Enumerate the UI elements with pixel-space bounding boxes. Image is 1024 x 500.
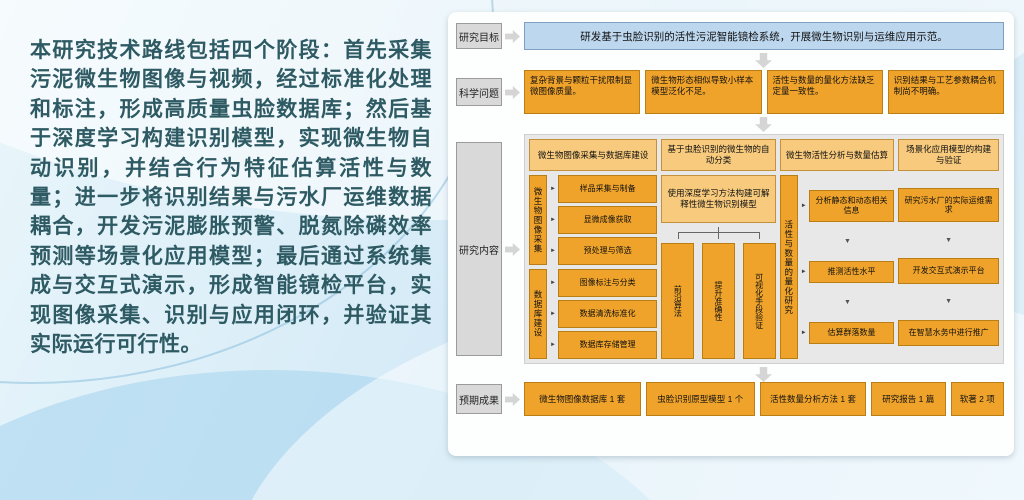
row-label-results: 预期成果: [456, 384, 502, 414]
content-area: 微生物图像采集与数据库建设 微生物图像采集 ►样品采集与制备 ►显微成像获取 ►…: [524, 134, 1004, 364]
col3-header: 微生物活性分析与数量估算: [779, 139, 895, 171]
step-box: 推测活性水平: [808, 261, 895, 283]
image-acquisition-group: 微生物图像采集 ►样品采集与制备 ►显微成像获取 ►预处理与筛选: [529, 175, 658, 265]
step-box: 样品采集与制备: [557, 175, 658, 203]
goal-bar: 研发基于虫脸识别的活性污泥智能镜检系统，开展微生物识别与运维应用示范。: [524, 22, 1004, 50]
step-box: 估算群落数量: [808, 322, 895, 345]
questions-row: 复杂背景与颗粒干扰限制显微图像质量。 微生物形态相似导致小样本模型泛化不足。 活…: [524, 70, 1004, 114]
step-box: 在智慧水务中进行推广: [898, 319, 999, 346]
technical-route-paragraph: 本研究技术路线包括四个阶段：首先采集污泥微生物图像与视频，经过标准化处理和标注，…: [30, 39, 432, 356]
image-acquisition-steps: ►样品采集与制备 ►显微成像获取 ►预处理与筛选: [550, 175, 658, 265]
flowchart-panel: 研究目标 研发基于虫脸识别的活性污泥智能镜检系统，开展微生物识别与运维应用示范。…: [448, 12, 1014, 456]
step-box: 开发交互式演示平台: [898, 257, 999, 284]
step-box: 预处理与筛选: [557, 237, 658, 265]
method-box: 前沿算法: [661, 243, 695, 359]
step-box: 分析静态和动态相关信息: [808, 189, 895, 222]
tri-down-icon: ▼: [844, 298, 851, 306]
tri-right-icon: ►: [800, 202, 807, 209]
recognition-model-box: 使用深度学习方法构建可解释性微生物识别模型: [661, 175, 776, 223]
step-box: 数据库存储管理: [557, 331, 658, 359]
tri-right-icon: ►: [550, 217, 556, 223]
branch-connector: [661, 227, 776, 239]
arrow-right-icon: [505, 393, 520, 406]
result-box: 研究报告 1 篇: [871, 382, 946, 416]
arrow-right-icon: [505, 243, 520, 256]
classification-methods: 前沿算法 提升准确性 可视化手段验证: [661, 243, 776, 359]
step-box: 数据清洗标准化: [557, 300, 658, 328]
result-box: 活性数量分析方法 1 套: [760, 382, 866, 416]
database-steps: ►图像标注与分类 ►数据清洗标准化 ►数据库存储管理: [550, 269, 658, 359]
tri-right-icon: ►: [550, 311, 556, 317]
arrow-down-icon: [755, 367, 772, 382]
question-box: 活性与数量的量化方法缺乏定量一致性。: [766, 70, 883, 114]
col4-header: 场景化应用模型的构建与验证: [898, 139, 999, 171]
arrow-right-icon: [505, 30, 520, 43]
row-label-content: 研究内容: [456, 142, 502, 356]
content-col-acquisition: 微生物图像采集与数据库建设 微生物图像采集 ►样品采集与制备 ►显微成像获取 ►…: [529, 139, 658, 359]
tri-down-icon: ▼: [945, 298, 953, 306]
tri-down-icon: ▼: [945, 236, 953, 244]
step-box: 研究污水厂的实际运维需求: [898, 188, 999, 223]
tri-right-icon: ►: [550, 248, 556, 254]
database-group: 数据库建设 ►图像标注与分类 ►数据清洗标准化 ►数据库存储管理: [529, 269, 658, 359]
application-steps: 研究污水厂的实际运维需求 ▼ 开发交互式演示平台 ▼ 在智慧水务中进行推广: [898, 175, 999, 359]
results-row: 微生物图像数据库 1 套 虫脸识别原型模型 1 个 活性数量分析方法 1 套 研…: [524, 382, 1004, 416]
tri-right-icon: ►: [550, 342, 556, 348]
col2-header: 基于虫脸识别的微生物的自动分类: [661, 139, 776, 171]
question-box: 微生物形态相似导致小样本模型泛化不足。: [645, 70, 762, 114]
database-title: 数据库建设: [529, 269, 547, 359]
result-box: 软著 2 项: [950, 382, 1004, 416]
content-col-application: 场景化应用模型的构建与验证 研究污水厂的实际运维需求 ▼ 开发交互式演示平台 ▼…: [898, 139, 999, 359]
row-label-goal: 研究目标: [456, 23, 502, 49]
col1-header: 微生物图像采集与数据库建设: [529, 139, 658, 171]
step-box: 显微成像获取: [557, 206, 658, 234]
question-box: 识别结果与工艺参数耦合机制尚不明确。: [887, 70, 1004, 114]
activity-body: 活性与数量的量化研究 ►分析静态和动态相关信息 ▼ ►推测活性水平 ▼ ►估算群…: [779, 175, 895, 359]
activity-side-title: 活性与数量的量化研究: [779, 175, 798, 359]
row-label-questions: 科学问题: [456, 78, 502, 106]
content-col-classification: 基于虫脸识别的微生物的自动分类 使用深度学习方法构建可解释性微生物识别模型 前沿…: [661, 139, 776, 359]
question-box: 复杂背景与颗粒干扰限制显微图像质量。: [524, 70, 641, 114]
tri-down-icon: ▼: [844, 237, 851, 245]
tri-right-icon: ►: [800, 269, 807, 275]
tri-right-icon: ►: [550, 186, 556, 192]
step-box: 图像标注与分类: [557, 269, 658, 297]
arrow-down-icon: [755, 53, 772, 68]
method-box: 可视化手段验证: [742, 243, 776, 359]
arrow-down-icon: [755, 117, 772, 132]
arrow-right-icon: [505, 86, 520, 99]
result-box: 微生物图像数据库 1 套: [524, 382, 641, 416]
tri-right-icon: ►: [800, 330, 807, 337]
result-box: 虫脸识别原型模型 1 个: [645, 382, 755, 416]
tri-right-icon: ►: [550, 280, 556, 286]
activity-steps: ►分析静态和动态相关信息 ▼ ►推测活性水平 ▼ ►估算群落数量: [801, 175, 895, 359]
image-acquisition-title: 微生物图像采集: [529, 175, 547, 265]
content-col-activity: 微生物活性分析与数量估算 活性与数量的量化研究 ►分析静态和动态相关信息 ▼ ►…: [779, 139, 895, 359]
method-box: 提升准确性: [701, 243, 736, 359]
